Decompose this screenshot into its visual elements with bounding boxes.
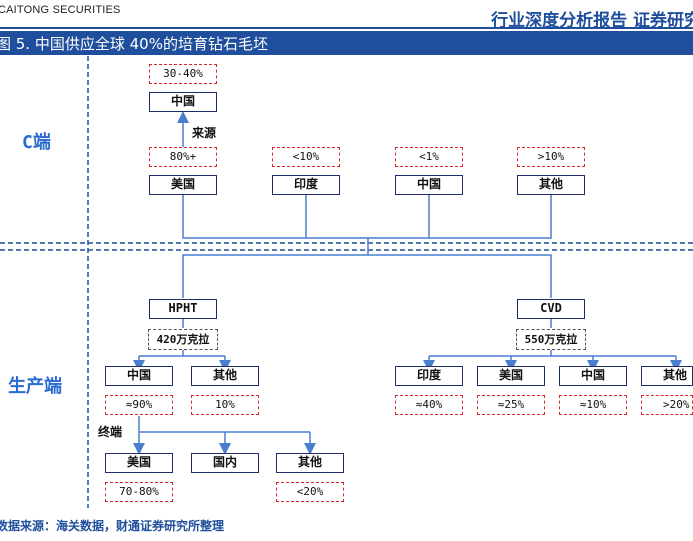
figure-title: 图 5. 中国供应全球 40%的培育钻石毛坯: [0, 35, 268, 53]
cvd-volume: 550万克拉: [516, 329, 586, 350]
flow-lines: [133, 111, 682, 455]
cvd-producer-china-share: ≈10%: [559, 395, 627, 415]
market-india: 印度: [272, 175, 340, 195]
hpht-producer-china-share: ≈90%: [105, 395, 173, 415]
report-type: 行业深度分析报告 证券研究: [491, 11, 693, 31]
data-source-note: 数据来源：海关数据，财通证券研究所整理: [0, 519, 225, 533]
figure-title-bar: 图 5. 中国供应全球 40%的培育钻石毛坯: [0, 31, 693, 55]
cvd-producer-china: 中国: [559, 366, 627, 386]
brand-name: CAITONG SECURITIES: [0, 4, 121, 16]
header-rule: [0, 27, 693, 29]
hpht-producer-other-share: 10%: [191, 395, 259, 415]
section-dividers: [0, 56, 693, 508]
china-source-box: 中国: [149, 92, 217, 112]
hpht-dest-usa-share: 70-80%: [105, 482, 173, 502]
market-share-india: <10%: [272, 147, 340, 167]
cvd-producer-other-share: >20%: [641, 395, 693, 415]
market-usa: 美国: [149, 175, 217, 195]
source-label: 来源: [192, 126, 217, 140]
consumer-section-label: C端: [22, 132, 51, 153]
cvd-producer-other: 其他: [641, 366, 693, 386]
production-section-label: 生产端: [8, 376, 62, 397]
hpht-box: HPHT: [149, 299, 217, 319]
cvd-producer-usa: 美国: [477, 366, 545, 386]
cvd-producer-india-share: ≈40%: [395, 395, 463, 415]
cvd-producer-usa-share: ≈25%: [477, 395, 545, 415]
market-share-china: <1%: [395, 147, 463, 167]
hpht-producer-other: 其他: [191, 366, 259, 386]
hpht-dest-usa: 美国: [105, 453, 173, 473]
hpht-dest-other: 其他: [276, 453, 344, 473]
end-market-label: 终端: [98, 425, 123, 439]
market-china: 中国: [395, 175, 463, 195]
china-source-share: 30-40%: [149, 64, 217, 84]
cvd-box: CVD: [517, 299, 585, 319]
market-other: 其他: [517, 175, 585, 195]
cvd-producer-india: 印度: [395, 366, 463, 386]
hpht-producer-china: 中国: [105, 366, 173, 386]
hpht-volume: 420万克拉: [148, 329, 218, 350]
hpht-dest-domestic: 国内: [191, 453, 259, 473]
market-share-usa: 80%+: [149, 147, 217, 167]
hpht-dest-other-share: <20%: [276, 482, 344, 502]
market-share-other: >10%: [517, 147, 585, 167]
